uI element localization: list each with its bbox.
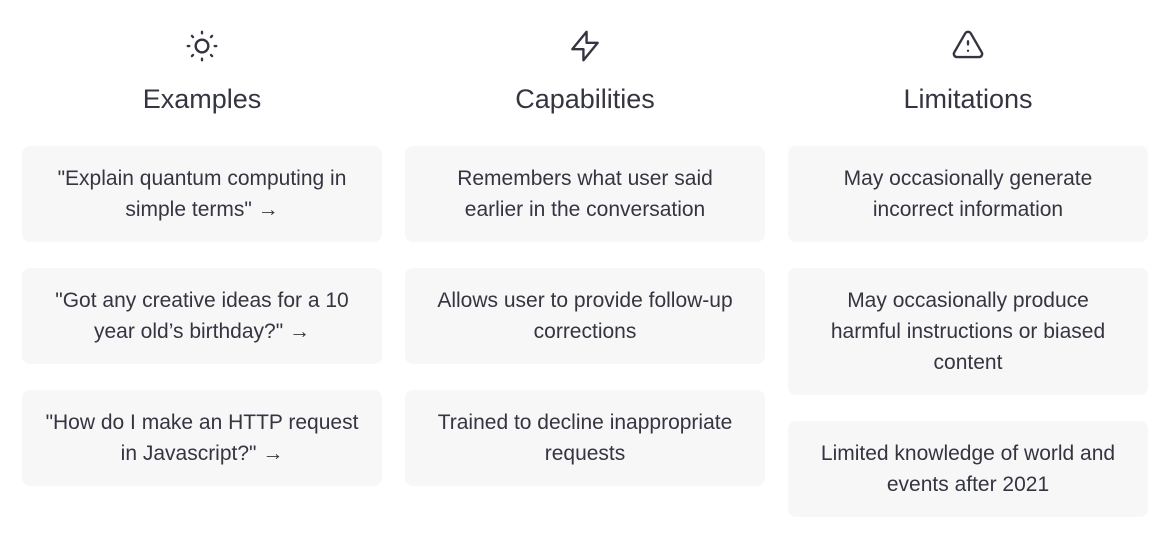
- capabilities-card-list: Remembers what user said earlier in the …: [405, 146, 765, 486]
- limitations-card-list: May occasionally generate incorrect info…: [788, 146, 1148, 517]
- example-card-2[interactable]: "Got any creative ideas for a 10 year ol…: [22, 268, 382, 364]
- lightning-bolt-icon: [405, 27, 765, 65]
- column-title-examples: Examples: [142, 84, 262, 114]
- example-card-1[interactable]: "Explain quantum computing in simple ter…: [22, 146, 382, 242]
- column-capabilities: Capabilities Remembers what user said ea…: [405, 27, 765, 517]
- examples-card-list: "Explain quantum computing in simple ter…: [22, 146, 382, 486]
- sun-icon: [22, 27, 382, 65]
- limitation-card-3: Limited knowledge of world and events af…: [788, 421, 1148, 517]
- limitation-card-2: May occasionally produce harmful instruc…: [788, 268, 1148, 395]
- column-examples: Examples "Explain quantum computing in s…: [22, 27, 382, 517]
- column-title-limitations: Limitations: [903, 84, 1033, 114]
- warning-triangle-icon: [788, 27, 1148, 65]
- column-title-capabilities: Capabilities: [515, 84, 655, 114]
- limitation-card-1: May occasionally generate incorrect info…: [788, 146, 1148, 242]
- capability-card-2: Allows user to provide follow-up correct…: [405, 268, 765, 364]
- welcome-screen: Examples "Explain quantum computing in s…: [22, 27, 1148, 517]
- column-limitations: Limitations May occasionally generate in…: [788, 27, 1148, 517]
- example-card-3[interactable]: "How do I make an HTTP request in Javasc…: [22, 390, 382, 486]
- capability-card-1: Remembers what user said earlier in the …: [405, 146, 765, 242]
- capability-card-3: Trained to decline inappropriate request…: [405, 390, 765, 486]
